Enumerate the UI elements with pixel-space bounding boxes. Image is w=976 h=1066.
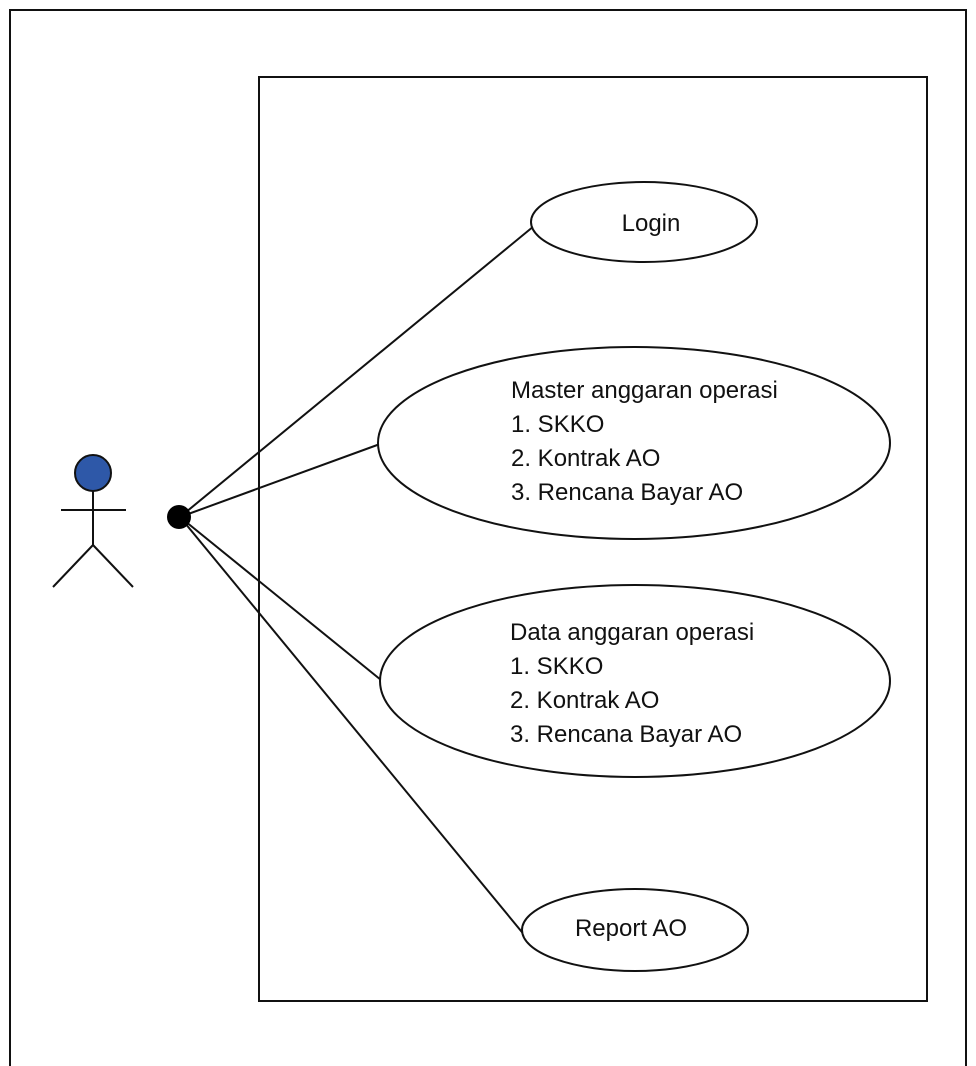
association-report bbox=[179, 516, 527, 938]
actor-icon bbox=[52, 454, 134, 588]
use-case-login[interactable]: Login bbox=[530, 181, 758, 263]
use-case-master-line-2: 1. SKKO bbox=[511, 411, 604, 438]
use-case-data-line-1: Data anggaran operasi bbox=[510, 619, 754, 646]
system-boundary bbox=[258, 76, 928, 1002]
use-case-data-line-2: 1. SKKO bbox=[510, 653, 603, 680]
use-case-master-line-3: 2. Kontrak AO bbox=[511, 445, 660, 472]
connector-dot bbox=[167, 505, 191, 529]
actor-right-leg bbox=[92, 544, 134, 588]
association-data bbox=[179, 516, 382, 681]
association-master bbox=[179, 443, 381, 518]
use-case-login-label: Login bbox=[622, 210, 681, 237]
use-case-report-ao[interactable]: Report AO bbox=[521, 888, 749, 972]
use-case-master-anggaran[interactable]: Master anggaran operasi 1. SKKO 2. Kontr… bbox=[377, 346, 891, 540]
use-case-report-label: Report AO bbox=[575, 915, 687, 942]
use-case-master-line-4: 3. Rencana Bayar AO bbox=[511, 479, 743, 506]
actor-left-leg bbox=[52, 544, 94, 588]
use-case-master-ellipse bbox=[377, 346, 891, 540]
actor-head bbox=[74, 454, 112, 492]
use-case-data-anggaran[interactable]: Data anggaran operasi 1. SKKO 2. Kontrak… bbox=[379, 584, 891, 778]
use-case-data-ellipse bbox=[379, 584, 891, 778]
use-case-data-line-3: 2. Kontrak AO bbox=[510, 687, 659, 714]
use-case-report-ellipse bbox=[521, 888, 749, 972]
use-case-data-line-4: 3. Rencana Bayar AO bbox=[510, 721, 742, 748]
use-case-master-line-1: Master anggaran operasi bbox=[511, 377, 778, 404]
associations bbox=[179, 225, 535, 938]
association-login bbox=[179, 225, 535, 518]
use-case-login-ellipse bbox=[530, 181, 758, 263]
outer-frame bbox=[9, 9, 967, 1066]
